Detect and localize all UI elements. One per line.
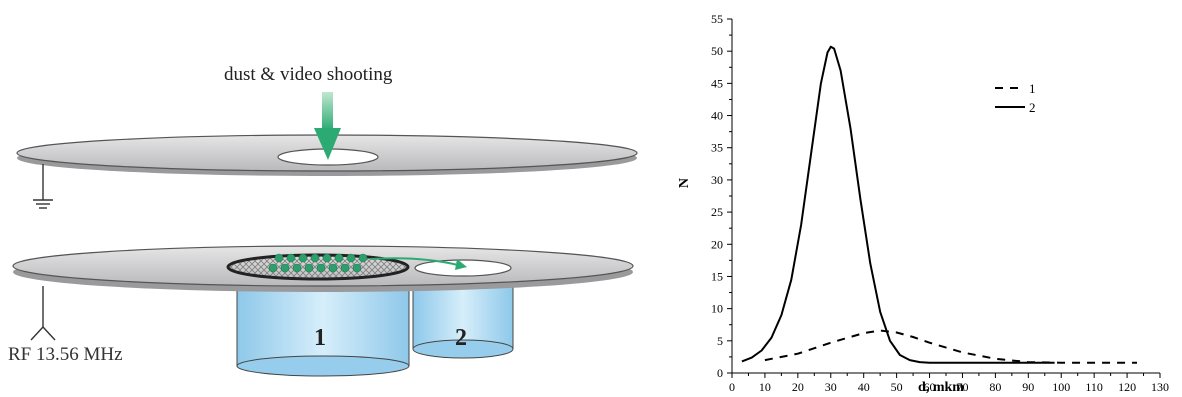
series-2-line	[741, 45, 1055, 364]
y-tick-label: 30	[711, 173, 723, 187]
dust-particles	[268, 253, 368, 273]
y-tick-label: 20	[711, 237, 723, 251]
container-2-label: 2	[455, 325, 467, 351]
x-tick-label: 30	[825, 380, 837, 394]
x-tick-label: 130	[1151, 380, 1169, 394]
dust-video-label: dust & video shooting	[224, 64, 393, 85]
legend-label-2: 2	[1029, 100, 1036, 115]
x-tick-label: 10	[759, 380, 771, 394]
x-tick-label: 40	[858, 380, 870, 394]
x-axis-title: d, mkm	[918, 380, 964, 395]
y-tick-label: 15	[711, 269, 723, 283]
y-tick-label: 45	[711, 76, 723, 90]
rf-label: RF 13.56 MHz	[8, 344, 123, 365]
container-1-label: 1	[314, 325, 326, 351]
x-tick-label: 20	[792, 380, 804, 394]
chart-series	[741, 45, 1137, 364]
x-tick-label: 90	[1022, 380, 1034, 394]
x-tick-label: 100	[1052, 380, 1070, 394]
apparatus-diagram: dust & video shooting	[8, 64, 638, 377]
x-tick-label: 110	[1085, 380, 1103, 394]
ground-icon	[33, 164, 53, 209]
x-tick-label: 80	[989, 380, 1001, 394]
dust-arrow-icon	[314, 92, 341, 160]
y-tick-label: 55	[711, 12, 723, 26]
chart-legend: 12	[995, 81, 1036, 115]
y-tick-label: 0	[717, 366, 723, 380]
y-tick-label: 50	[711, 44, 723, 58]
x-tick-label: 60	[924, 380, 936, 394]
x-tick-label: 50	[891, 380, 903, 394]
x-tick-label: 120	[1118, 380, 1136, 394]
y-tick-label: 10	[711, 302, 723, 316]
y-tick-label: 25	[711, 205, 723, 219]
y-axis-title: N	[677, 178, 692, 188]
y-tick-label: 35	[711, 141, 723, 155]
x-tick-label: 0	[729, 380, 735, 394]
transfer-arrow-icon	[369, 257, 467, 270]
y-tick-label: 40	[711, 109, 723, 123]
series-1-line	[764, 329, 1137, 364]
x-tick-label: 70	[956, 380, 968, 394]
y-tick-label: 5	[717, 334, 723, 348]
rf-antenna-icon	[30, 286, 56, 341]
legend-label-1: 1	[1029, 81, 1036, 96]
